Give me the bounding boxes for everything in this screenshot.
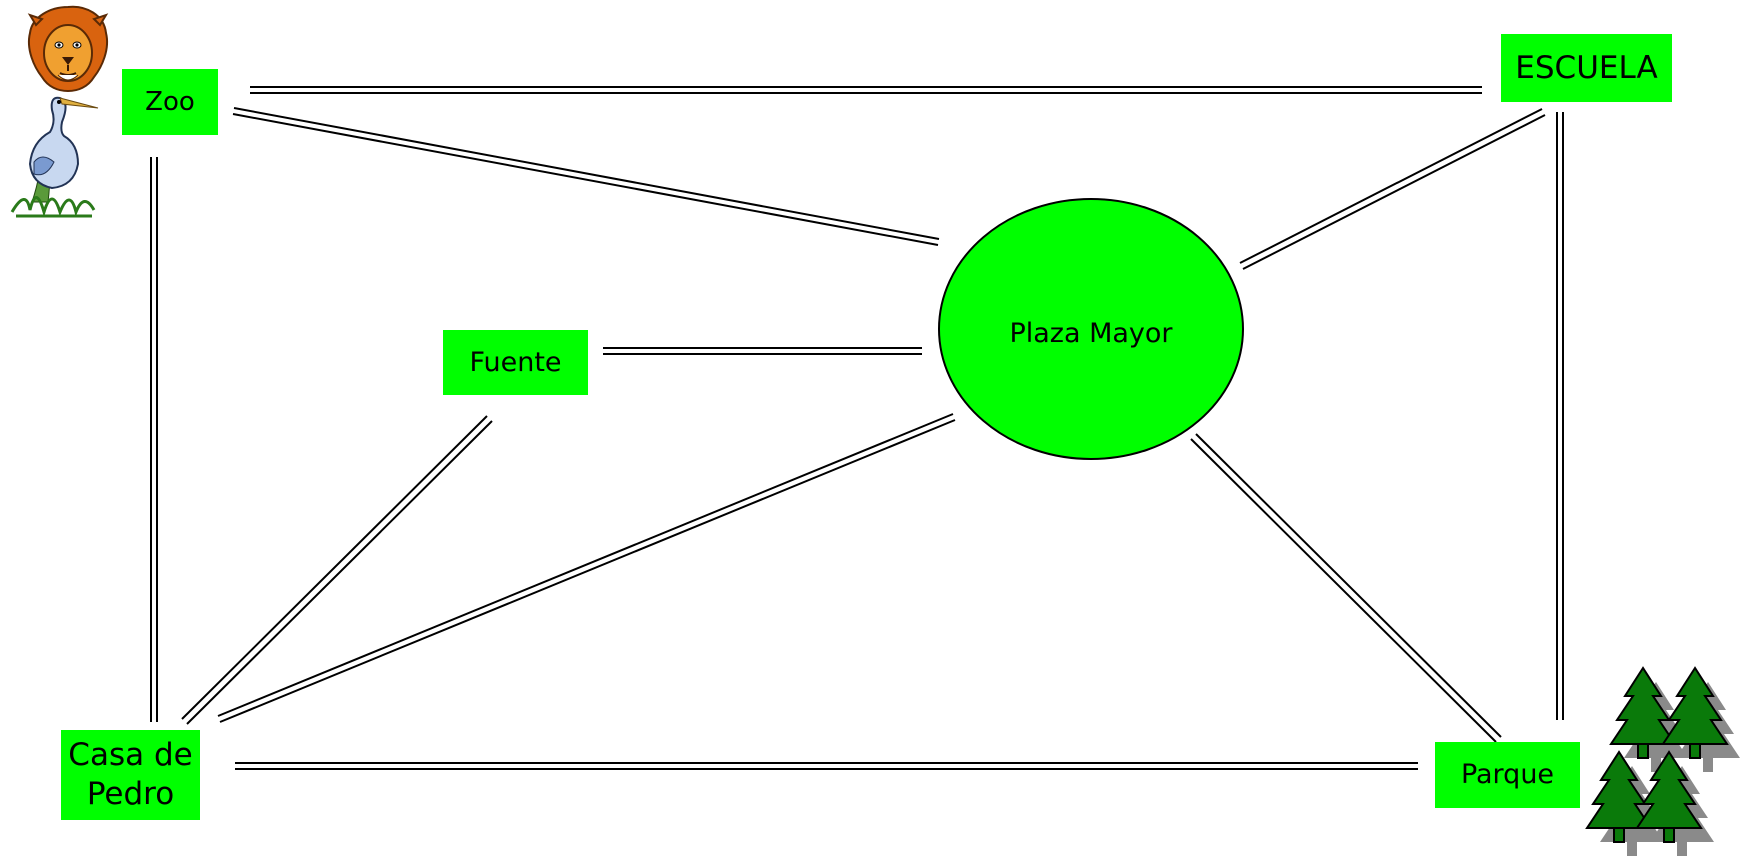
edge-plaza-parque <box>1190 433 1502 743</box>
edge-escuela-plaza <box>1239 108 1546 270</box>
parque-node: Parque <box>1435 742 1580 808</box>
fuente-node: Fuente <box>443 330 588 395</box>
edge-zoo-escuela <box>250 86 1482 94</box>
connections <box>150 86 1564 770</box>
pine-trees-icon <box>1586 667 1740 856</box>
casa-de-pedro-node: Casa de Pedro <box>61 730 200 820</box>
edge-plaza-casa <box>217 413 956 723</box>
edge-fuente-plaza <box>603 347 922 355</box>
lion-icon <box>27 5 109 93</box>
zoo-node: Zoo <box>122 69 218 135</box>
edge-zoo-plaza <box>232 107 940 246</box>
edge-casa-parque <box>235 762 1418 770</box>
edge-fuente-casa <box>181 415 493 725</box>
plaza-mayor-ellipse <box>938 198 1244 460</box>
heron-icon <box>10 96 99 218</box>
escuela-node: ESCUELA <box>1501 34 1672 102</box>
edge-zoo-casa <box>150 157 158 722</box>
plaza-mayor-label: Plaza Mayor <box>1009 318 1173 349</box>
edge-escuela-parque <box>1556 112 1564 720</box>
